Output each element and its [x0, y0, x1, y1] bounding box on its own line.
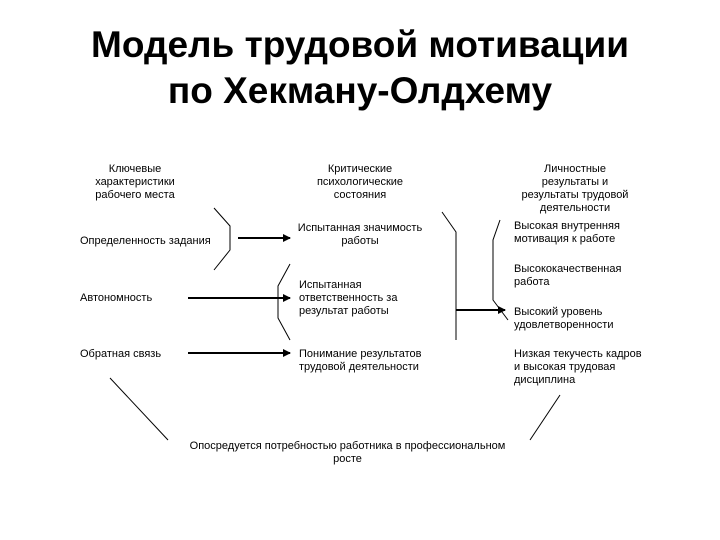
moderator-growth-need: Опосредуется потребностью работника в пр…	[189, 440, 506, 465]
slide-title: Модель трудовой мотивации по Хекману-Олд…	[0, 22, 720, 114]
result-item-satisfaction: Высокий уровень удовлетворенности	[514, 306, 614, 331]
right-connector	[441, 211, 457, 340]
left-bracket	[213, 207, 231, 271]
state-item-knowledge-of-results: Понимание результатов трудовой деятельно…	[299, 348, 422, 373]
result-item-motivation: Высокая внутренняя мотивация к работе	[514, 220, 620, 245]
header-personal-results: Личностные результаты и результаты трудо…	[521, 163, 629, 214]
key-item-task-significance: Определенность задания	[80, 235, 211, 247]
key-item-autonomy: Автономность	[80, 292, 153, 304]
state-item-meaningfulness: Испытанная значимость работы	[297, 222, 423, 247]
moderator-line-right	[529, 394, 561, 441]
result-item-low-turnover: Низкая текучесть кадров и высокая трудов…	[514, 348, 642, 386]
result-item-quality: Высококачественная работа	[514, 263, 622, 288]
title-line-1: Модель трудовой мотивации	[91, 24, 629, 65]
state-item-responsibility: Испытанная ответственность за результат …	[299, 279, 398, 317]
title-line-2: по Хекману-Олдхему	[167, 70, 553, 111]
header-key-characteristics: Ключевые характеристики рабочего места	[95, 163, 175, 201]
right-bracket	[492, 219, 509, 321]
header-critical-states: Критические психологические состояния	[316, 163, 404, 201]
middle-bracket	[277, 263, 291, 341]
key-item-feedback: Обратная связь	[80, 348, 162, 360]
moderator-line-left	[109, 377, 169, 441]
